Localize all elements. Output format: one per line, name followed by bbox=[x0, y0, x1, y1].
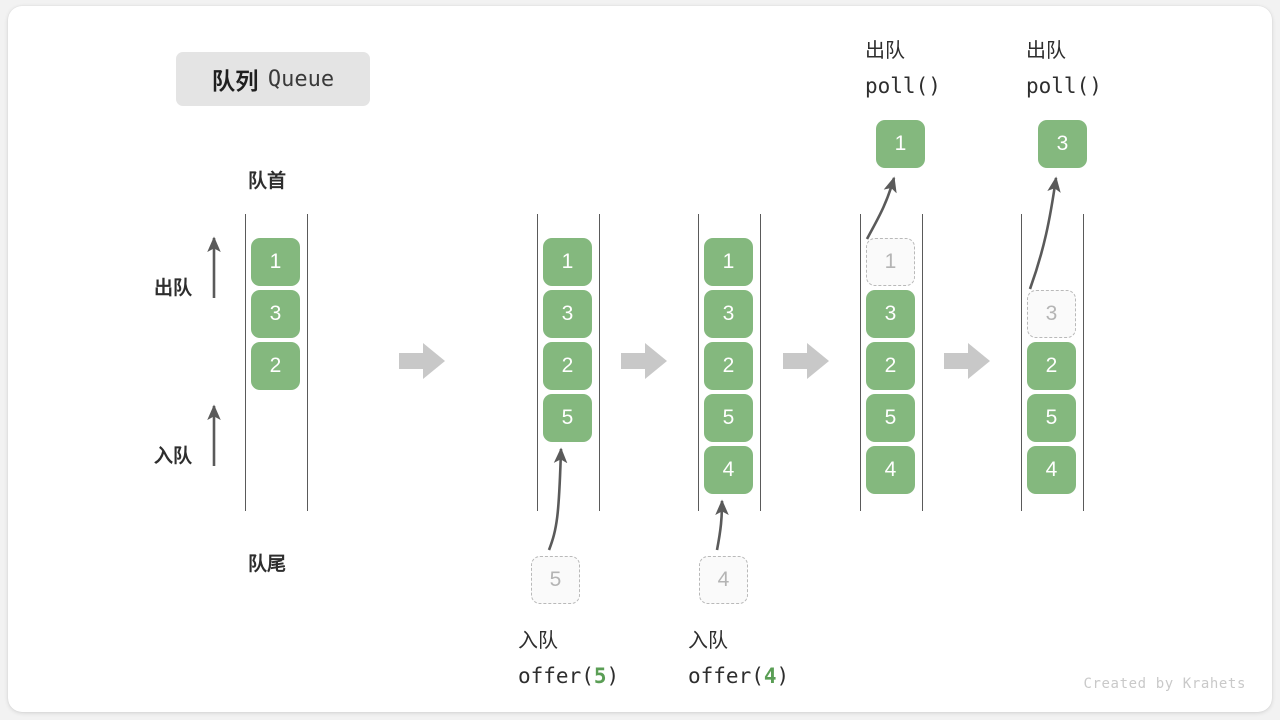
polled-element-3: 3 bbox=[1038, 120, 1087, 168]
poll-3-caption: 出队 poll() bbox=[1026, 34, 1102, 105]
queue-element: 2 bbox=[704, 342, 753, 390]
queue-rail-right bbox=[760, 214, 761, 511]
enqueue-direction-label: 入队 bbox=[154, 446, 193, 467]
poll-1-caption-code: poll() bbox=[865, 74, 941, 98]
queue-rail-left bbox=[1021, 214, 1022, 511]
queue-element: 2 bbox=[251, 342, 300, 390]
pending-element-4: 4 bbox=[699, 556, 748, 604]
step-arrow-icon-4 bbox=[944, 343, 990, 379]
queue-element: 5 bbox=[543, 394, 592, 442]
queue-element: 3 bbox=[866, 290, 915, 338]
queue-rail-right bbox=[307, 214, 308, 511]
poll-3-caption-code: poll() bbox=[1026, 74, 1102, 98]
poll-3-remove-arrow-icon bbox=[1028, 176, 1061, 290]
poll-1-caption-cn: 出队 bbox=[865, 40, 905, 62]
offer-5-caption-cn: 入队 bbox=[518, 630, 558, 652]
queue-element: 2 bbox=[1027, 342, 1076, 390]
offer-5-insert-arrow-icon bbox=[547, 447, 568, 551]
queue-rail-left bbox=[698, 214, 699, 511]
queue-rail-right bbox=[599, 214, 600, 511]
poll-1-remove-arrow-icon bbox=[865, 176, 897, 240]
queue-rail-left bbox=[860, 214, 861, 511]
dequeue-direction-label: 出队 bbox=[154, 278, 193, 299]
queue-element-removed: 3 bbox=[1027, 290, 1076, 338]
step-arrow-icon-2 bbox=[621, 343, 667, 379]
step-arrow-icon-3 bbox=[783, 343, 829, 379]
queue-rail-right bbox=[922, 214, 923, 511]
queue-element: 5 bbox=[866, 394, 915, 442]
queue-element: 5 bbox=[704, 394, 753, 442]
polled-element-1: 1 bbox=[876, 120, 925, 168]
step-arrow-icon-1 bbox=[399, 343, 445, 379]
queue-element: 5 bbox=[1027, 394, 1076, 442]
diagram-canvas: 队列 Queue 队首 队尾 出队 入队 1 3 2 1 3 2 5 5 入队 … bbox=[8, 6, 1272, 712]
queue-element: 4 bbox=[866, 446, 915, 494]
offer-4-insert-arrow-icon bbox=[715, 499, 729, 551]
pending-element-5: 5 bbox=[531, 556, 580, 604]
diagram-title: 队列 Queue bbox=[176, 52, 370, 106]
poll-3-caption-cn: 出队 bbox=[1026, 40, 1066, 62]
queue-rail-left bbox=[537, 214, 538, 511]
offer-5-caption-code: offer(5) bbox=[518, 664, 620, 688]
offer-4-caption-cn: 入队 bbox=[688, 630, 728, 652]
watermark: Created by Krahets bbox=[1083, 676, 1246, 692]
queue-element: 3 bbox=[704, 290, 753, 338]
diagram-title-cn: 队列 bbox=[211, 68, 259, 94]
queue-rail-right bbox=[1083, 214, 1084, 511]
queue-element: 1 bbox=[543, 238, 592, 286]
diagram-title-en: Queue bbox=[267, 66, 335, 92]
offer-4-caption-code: offer(4) bbox=[688, 664, 790, 688]
queue-head-label: 队首 bbox=[248, 171, 287, 192]
queue-element: 2 bbox=[866, 342, 915, 390]
queue-element: 1 bbox=[704, 238, 753, 286]
queue-element: 1 bbox=[251, 238, 300, 286]
queue-element: 3 bbox=[543, 290, 592, 338]
queue-tail-label: 队尾 bbox=[248, 554, 287, 575]
offer-5-caption: 入队 offer(5) bbox=[518, 624, 619, 695]
queue-element: 2 bbox=[543, 342, 592, 390]
poll-1-caption: 出队 poll() bbox=[865, 34, 941, 105]
offer-4-caption: 入队 offer(4) bbox=[688, 624, 789, 695]
queue-element: 4 bbox=[1027, 446, 1076, 494]
queue-element: 3 bbox=[251, 290, 300, 338]
queue-rail-left bbox=[245, 214, 246, 511]
queue-element: 4 bbox=[704, 446, 753, 494]
queue-element-removed: 1 bbox=[866, 238, 915, 286]
